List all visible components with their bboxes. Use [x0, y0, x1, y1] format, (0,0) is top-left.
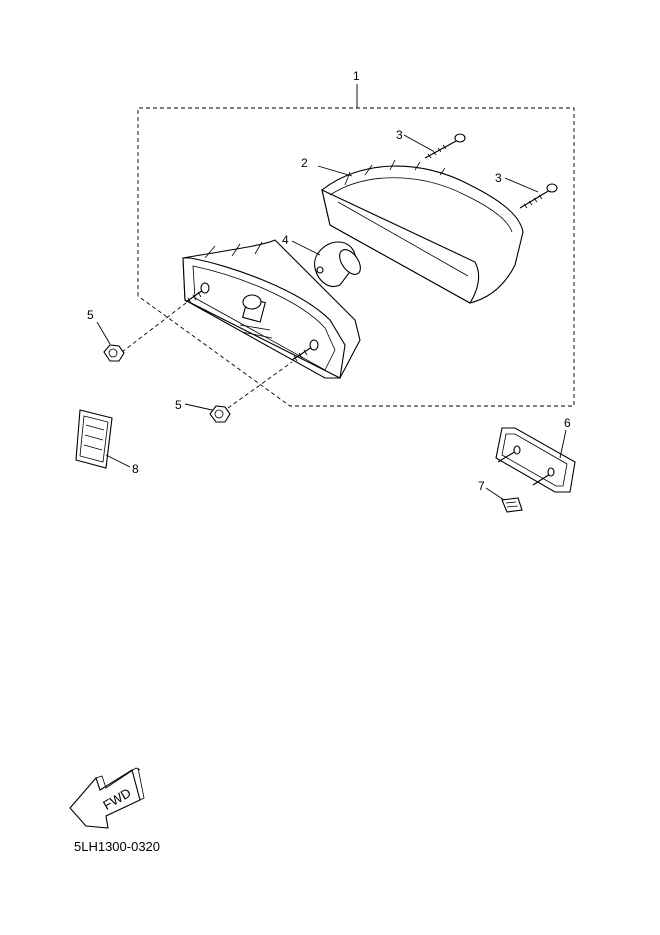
license-plate-bracket	[495, 427, 576, 493]
callout-3-upper: 3	[396, 128, 403, 142]
callout-4: 4	[282, 233, 289, 247]
callout-1: 1	[353, 69, 360, 83]
tail-lamp-lens	[317, 159, 524, 304]
callout-6: 6	[564, 416, 571, 430]
nut-left	[96, 321, 125, 362]
screw-upper	[403, 133, 466, 159]
callout-2: 2	[301, 156, 308, 170]
small-plate	[485, 487, 523, 513]
diagram-code: 5LH1300-0320	[74, 839, 161, 854]
base-bolt-left	[121, 282, 210, 353]
callout-5-left: 5	[87, 308, 94, 322]
base-bolt-right	[227, 339, 319, 409]
callout-7: 7	[478, 479, 485, 493]
screw-right	[504, 177, 558, 209]
callout-8: 8	[132, 462, 139, 476]
callout-3-right: 3	[495, 171, 502, 185]
bulb	[291, 240, 361, 287]
reflector	[75, 409, 131, 469]
nut-right	[184, 403, 231, 423]
callout-5-right: 5	[175, 398, 182, 412]
assembly-boundary	[137, 84, 575, 407]
fwd-arrow-icon: FWD	[69, 767, 145, 829]
